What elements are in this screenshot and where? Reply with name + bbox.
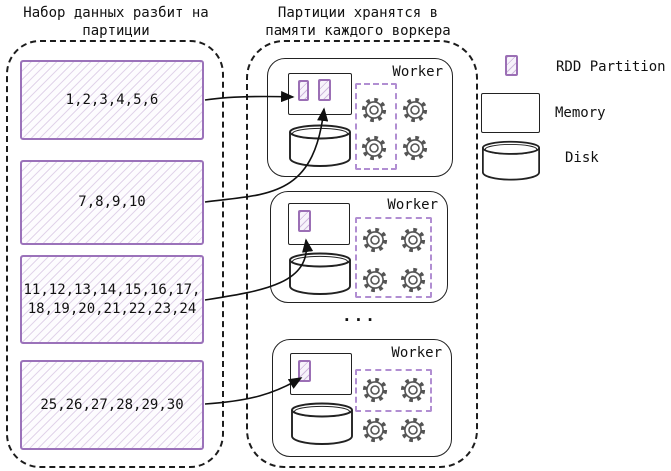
gear-icon <box>402 135 428 161</box>
gear-icon <box>400 227 426 253</box>
gear-icon <box>361 135 387 161</box>
gear-icon <box>400 267 426 293</box>
right-title: Партиции хранятся в памяти каждого ворке… <box>265 5 451 39</box>
worker-1-rdd-partition-1 <box>298 80 309 101</box>
data-partition-box-2: 7,8,9,10 <box>20 160 204 245</box>
data-partition-box-4: 25,26,27,28,29,30 <box>20 360 204 450</box>
worker-1-disk-icon <box>288 123 352 167</box>
gear-icon <box>400 377 426 403</box>
worker-2-label: Worker <box>387 197 438 213</box>
gear-icon <box>362 377 388 403</box>
disk-icon <box>481 138 541 182</box>
gear-icon <box>362 417 388 443</box>
gear-icon <box>362 267 388 293</box>
legend-rdd-partition-label: RDD Partition <box>556 59 666 75</box>
gear-icon <box>400 417 426 443</box>
worker-1-executor-dashed-box <box>355 83 397 170</box>
worker-3-rdd-partition-1 <box>298 360 311 382</box>
worker-1-label: Worker <box>392 64 443 80</box>
worker-3-label: Worker <box>391 345 442 361</box>
worker-1-rdd-partition-2 <box>318 79 331 101</box>
worker-2-rdd-partition-1 <box>298 210 311 232</box>
memory-icon <box>481 93 540 133</box>
legend-disk-label: Disk <box>565 150 599 166</box>
data-partition-box-3: 11,12,13,14,15,16,17, 18,19,20,21,22,23,… <box>20 255 204 344</box>
gear-icon <box>362 227 388 253</box>
worker-3-disk-icon <box>290 401 354 445</box>
gear-icon <box>361 97 387 123</box>
rdd-partition-icon <box>505 55 518 76</box>
gear-icon <box>402 97 428 123</box>
left-title: Набор данных разбит на партиции <box>23 5 209 39</box>
worker-2-executor-dashed-box <box>355 217 432 298</box>
more-workers-ellipsis: ... <box>342 306 377 325</box>
worker-3-executor-dashed-box <box>355 369 432 412</box>
data-partition-box-1: 1,2,3,4,5,6 <box>20 60 204 140</box>
legend-memory-label: Memory <box>555 105 606 121</box>
worker-2-disk-icon <box>288 251 352 295</box>
